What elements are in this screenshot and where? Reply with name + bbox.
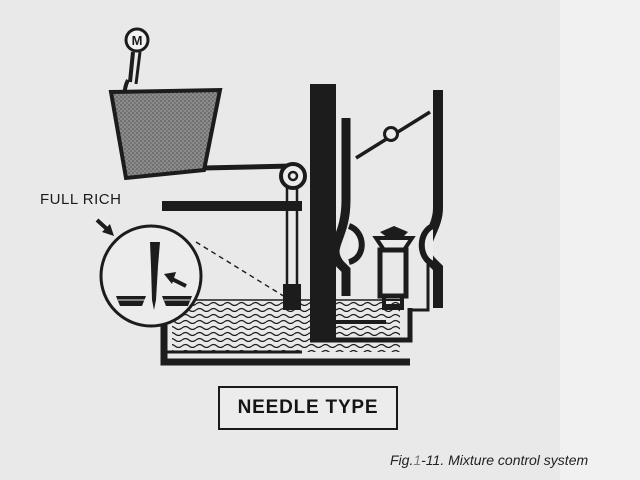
figure-caption: Fig.1-11. Mixture control system (390, 452, 640, 468)
detail-leader-line (195, 241, 291, 301)
needle-type-text: NEEDLE TYPE (237, 397, 379, 418)
mixture-knob-label: M (132, 33, 143, 48)
mixture-bellcrank-bar (162, 201, 302, 211)
full-rich-label: FULL RICH (40, 191, 122, 208)
caption-prefix: Fig. (390, 452, 414, 468)
arrow-left-icon (164, 272, 187, 288)
fuel-level-waves (172, 300, 400, 352)
fuel-passages (310, 264, 430, 343)
pivot-wheel (279, 162, 307, 190)
needle-detail-magnifier (99, 224, 203, 328)
throttle-butterfly-valve (355, 110, 431, 160)
caption-rest: -11. Mixture control system (421, 452, 589, 468)
knob-icon (124, 27, 150, 53)
arrow-down-right-icon (95, 218, 114, 236)
discharge-nozzle (372, 226, 416, 310)
needle-type-label: NEEDLE TYPE (218, 386, 398, 430)
caption-dim-digit: 1 (413, 452, 422, 468)
mixture-quadrant-housing (108, 87, 223, 181)
control-link-rod (203, 163, 293, 171)
carburetor-body (310, 84, 443, 338)
